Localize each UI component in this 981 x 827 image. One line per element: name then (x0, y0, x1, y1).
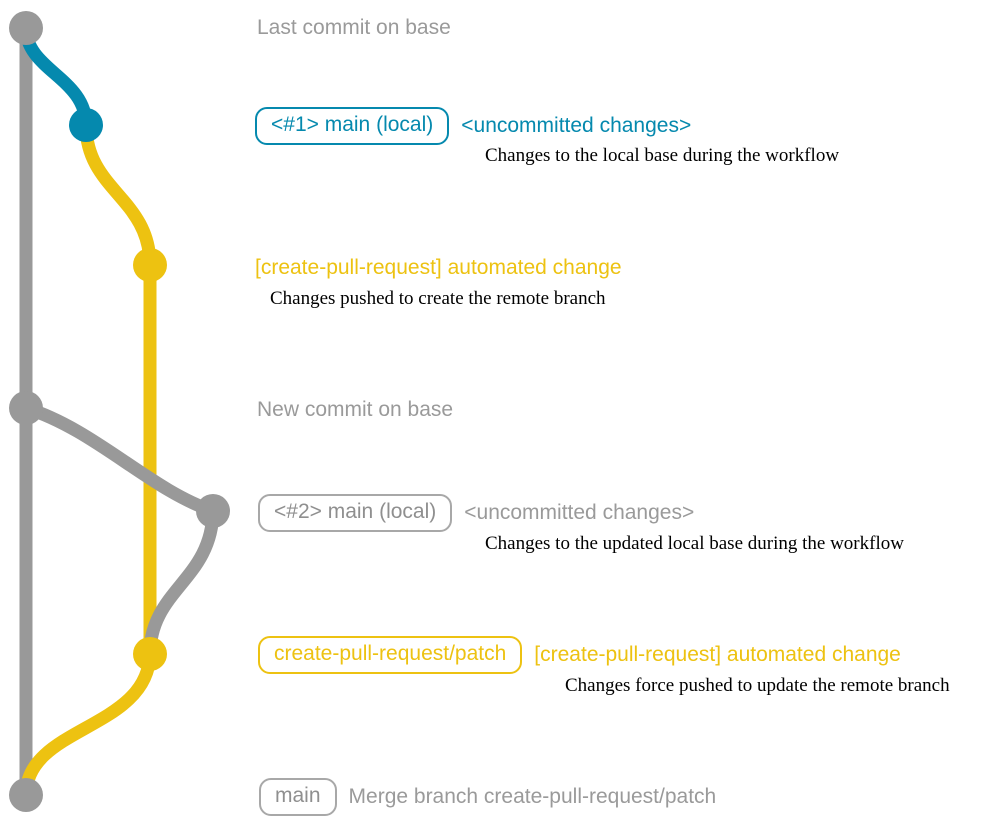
node-new-commit-on-base[interactable] (9, 391, 43, 425)
edge-automated-2-to-merge (19, 647, 157, 802)
commit-subject: [create-pull-request] automated change (255, 256, 622, 279)
commit-description-local-1: Changes to the local base during the wor… (485, 145, 840, 166)
edge-base-to-local-2 (19, 401, 220, 518)
ref-badge-main[interactable]: main (259, 778, 337, 816)
ref-badge-create-pull-request-patch[interactable]: create-pull-request/patch (258, 636, 523, 674)
commit-row-automated-change-1: [create-pull-request] automated change (255, 256, 622, 280)
node-local-1[interactable] (69, 108, 103, 142)
commit-subject: [create-pull-request] automated change (534, 643, 901, 666)
commit-row-new-commit-on-base: New commit on base (257, 398, 453, 422)
commit-subject: <uncommitted changes> (464, 501, 695, 524)
ref-badge-main-local-2[interactable]: <#2> main (local) (258, 494, 453, 532)
commit-description-automated-change-2: Changes force pushed to update the remot… (565, 675, 950, 696)
commit-subject: Last commit on base (257, 16, 451, 39)
edge-base-to-local-1 (19, 21, 93, 132)
commit-row-automated-change-2: create-pull-request/patch [create-pull-r… (258, 636, 901, 674)
edge-local-2-to-automated-2 (143, 504, 220, 661)
node-local-2[interactable] (196, 494, 230, 528)
node-last-commit-on-base[interactable] (9, 11, 43, 45)
edge-local-1-to-automated-1 (79, 118, 157, 272)
commit-row-local-1: <#1> main (local) <uncommitted changes> (255, 107, 691, 145)
commit-subject: <uncommitted changes> (461, 114, 692, 137)
commit-description-automated-change-1: Changes pushed to create the remote bran… (270, 288, 606, 309)
commit-row-last-commit-on-base: Last commit on base (257, 16, 451, 40)
ref-badge-main-local-1[interactable]: <#1> main (local) (255, 107, 450, 145)
commit-row-merge-commit: main Merge branch create-pull-request/pa… (259, 778, 716, 816)
node-automated-change-2[interactable] (133, 637, 167, 671)
commit-description-local-2: Changes to the updated local base during… (485, 533, 904, 554)
commit-row-local-2: <#2> main (local) <uncommitted changes> (258, 494, 694, 532)
commit-subject: New commit on base (257, 398, 454, 421)
commit-subject: Merge branch create-pull-request/patch (348, 785, 717, 808)
node-automated-change-1[interactable] (133, 248, 167, 282)
node-merge-commit[interactable] (9, 778, 43, 812)
